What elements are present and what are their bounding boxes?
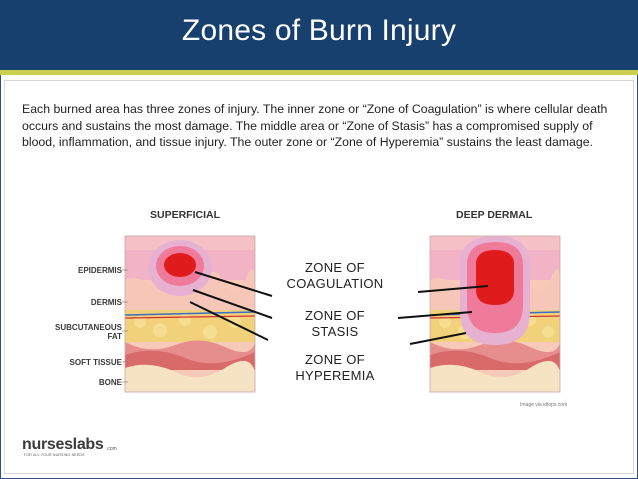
hyperemia-label-line1: ZONE OF xyxy=(305,352,365,367)
logo-text: nurseslabs xyxy=(22,436,104,453)
superficial-caption: SUPERFICIAL xyxy=(150,209,221,221)
stasis-pointer-right xyxy=(397,311,473,319)
page-title: Zones of Burn Injury xyxy=(181,14,457,47)
superficial-skin-block xyxy=(125,236,255,392)
epidermis-label: EPIDERMIS xyxy=(77,266,122,275)
hyperemia-pointer-right xyxy=(409,332,467,345)
dermis-label: DERMIS xyxy=(90,298,122,307)
coagulation-label-line2: COAGULATION xyxy=(286,276,384,291)
coagulation-pointer-right xyxy=(417,285,489,293)
stasis-label-line1: ZONE OF xyxy=(305,308,365,323)
soft-tissue-label: SOFT TISSUE xyxy=(69,358,122,367)
coagulation-pointer-left xyxy=(194,271,273,297)
logo-tagline: FOR ALL YOUR NURSING NEEDS xyxy=(24,453,85,457)
deep-dermal-caption: DEEP DERMAL xyxy=(456,209,533,221)
intro-paragraph: Each burned area has three zones of inju… xyxy=(22,102,608,149)
stasis-pointer-left xyxy=(192,289,273,319)
image-credit: Image via idtops.com xyxy=(520,402,568,408)
subcutaneous-label: SUBCUTANEOUS xyxy=(55,323,122,332)
nurseslabs-logo: nurseslabs.com FOR ALL YOUR NURSING NEED… xyxy=(22,436,122,460)
deep-coagulation-zone xyxy=(476,250,514,305)
coagulation-label-line1: ZONE OF xyxy=(305,260,365,275)
fat-label: FAT xyxy=(107,332,122,341)
superficial-coagulation-zone xyxy=(164,253,196,277)
hyperemia-label-line2: HYPEREMIA xyxy=(295,368,375,383)
hyperemia-pointer-left xyxy=(189,301,269,341)
stasis-label-line2: STASIS xyxy=(311,324,359,339)
bone-label: BONE xyxy=(98,378,122,387)
title-bar: Zones of Burn Injury xyxy=(0,0,638,75)
logo-suffix: .com xyxy=(106,446,117,452)
